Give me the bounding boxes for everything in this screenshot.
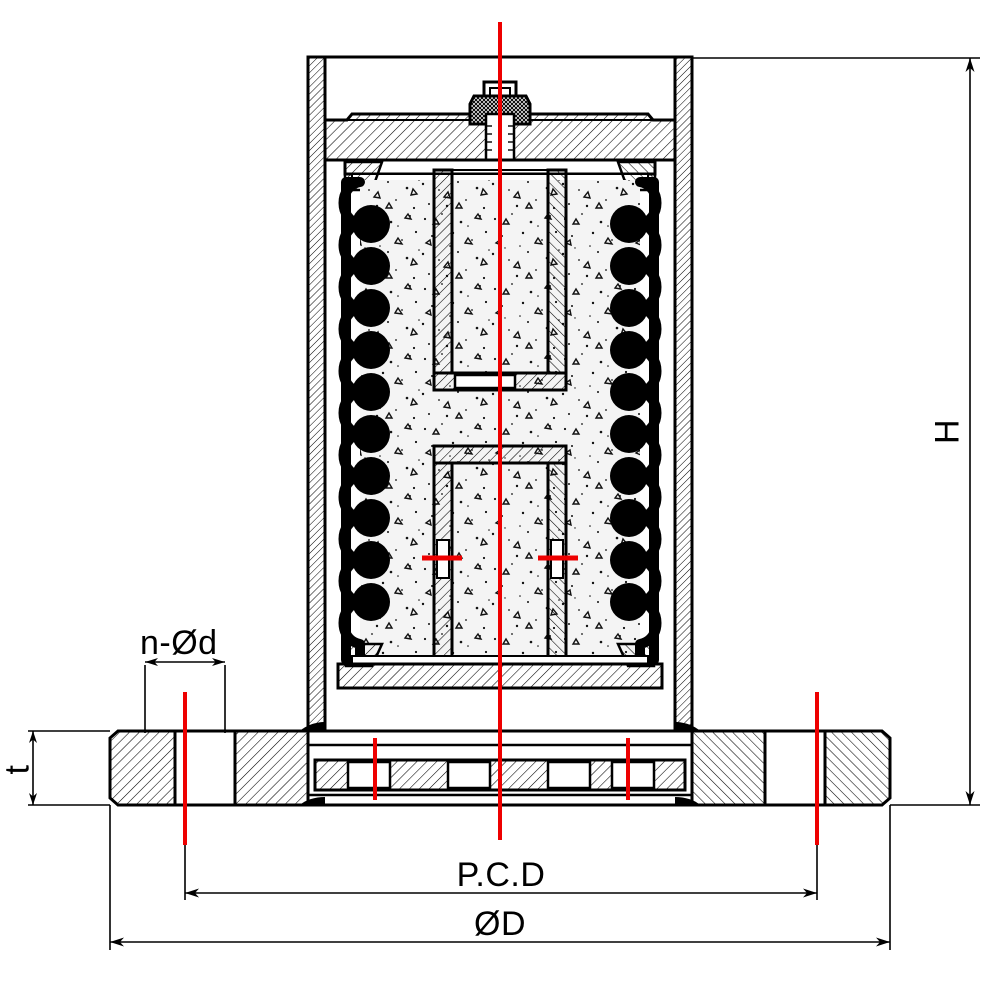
- dimension-label-H: H: [928, 418, 967, 445]
- dimension-nod-line: [144, 661, 226, 733]
- dimension-t-arrows: [29, 731, 37, 805]
- dimension-label-n-od: n-Ød: [140, 624, 218, 662]
- centerlines: [183, 22, 819, 845]
- dimension-label-od: ØD: [474, 905, 526, 943]
- dimension-pcd-arrows: [185, 888, 817, 898]
- lower-piston-sleeve: [432, 444, 568, 662]
- bellows-lobe-right: [610, 205, 648, 621]
- dimension-od-arrows: [110, 937, 890, 947]
- dimension-H-line: [692, 57, 980, 806]
- outer-guide-shell: [306, 55, 694, 733]
- rubber-bellows-right: [610, 177, 662, 665]
- rubber-bellows-left: [338, 177, 390, 665]
- dimension-t-line: [28, 730, 110, 806]
- shell-flange-fillets: [300, 722, 700, 805]
- dimension-pcd-line: [184, 845, 818, 900]
- dimension-H-arrows: [965, 58, 975, 805]
- dimension-od-line: [109, 805, 891, 950]
- dimension-nod-arrows: [145, 658, 225, 666]
- dimension-label-pcd: P.C.D: [456, 856, 546, 894]
- dimension-label-t: t: [0, 764, 37, 775]
- bellows-lobe-left: [352, 205, 390, 621]
